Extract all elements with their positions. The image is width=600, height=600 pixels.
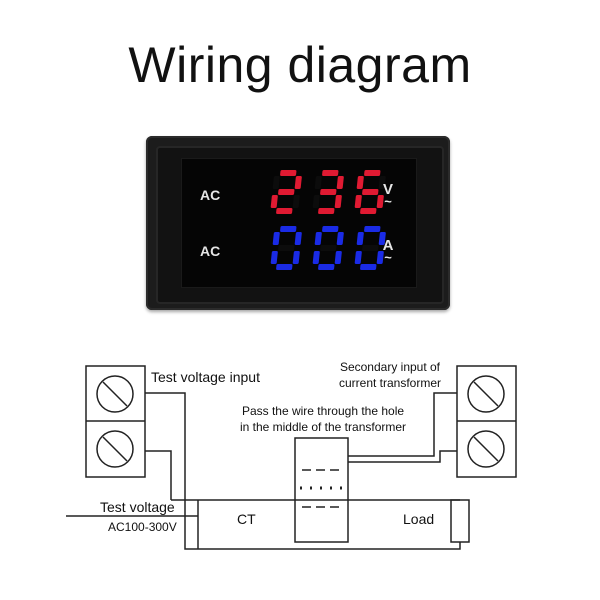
digit-segment	[336, 232, 344, 245]
digit-segment	[318, 264, 335, 270]
digit-segment	[356, 176, 364, 189]
left-screw-bottom	[96, 430, 134, 468]
label-test-voltage: Test voltage	[100, 499, 175, 515]
seven-segment-digit	[318, 170, 344, 214]
load-resistor	[450, 499, 470, 543]
label-secondary-input: Secondary input of current transformer	[320, 359, 460, 391]
voltage-unit-letter: V	[382, 181, 393, 198]
seven-segment-digit	[270, 226, 302, 270]
label-test-voltage-input: Test voltage input	[151, 369, 260, 385]
seven-segment-digit	[270, 170, 302, 214]
label-secondary-input-line2: current transformer	[338, 376, 442, 390]
digit-segment	[360, 208, 377, 214]
label-voltage-range: AC100-300V	[108, 520, 177, 534]
label-secondary-input-line1: Secondary input of	[339, 360, 441, 374]
digit-segment	[322, 226, 339, 232]
digit-segment	[356, 232, 364, 245]
digit-segment	[280, 226, 297, 232]
left-screw-top	[96, 375, 134, 413]
digit-segment	[280, 170, 297, 176]
digit-segment	[318, 208, 335, 214]
seven-segment-digit	[354, 170, 384, 214]
digit-segment	[362, 189, 379, 195]
digit-segment	[270, 251, 278, 264]
label-load: Load	[403, 511, 435, 527]
digit-segment	[376, 251, 384, 264]
voltage-reading	[270, 170, 384, 214]
digit-segment	[314, 232, 322, 245]
label-pass-wire: Pass the wire through the hole in the mi…	[228, 403, 418, 435]
digit-segment	[276, 208, 293, 214]
seven-segment-digit	[312, 226, 344, 270]
current-unit-letter: A	[382, 237, 394, 254]
page-title: Wiring diagram	[128, 37, 472, 93]
label-pass-wire-line1: Pass the wire through the hole	[241, 404, 405, 418]
digit-segment	[270, 195, 278, 208]
meter-display: AC AC V ~ A ~	[181, 158, 417, 288]
digit-segment	[312, 251, 320, 264]
digit-segment	[320, 189, 337, 195]
current-unit: A ~	[379, 237, 397, 265]
seven-segment-digit	[354, 226, 386, 270]
panel-meter: AC AC V ~ A ~	[146, 136, 450, 310]
digit-segment	[360, 264, 377, 270]
digit-segment	[336, 176, 344, 189]
current-transformer	[294, 437, 349, 543]
digit-segment	[376, 195, 384, 208]
digit-segment	[276, 264, 293, 270]
voltage-mode-label: AC	[200, 187, 221, 203]
current-unit-tilde: ~	[384, 250, 392, 265]
voltage-unit: V ~	[379, 181, 397, 209]
digit-segment	[364, 170, 381, 176]
label-ct: CT	[237, 511, 256, 527]
digit-segment	[334, 251, 342, 264]
digit-segment	[354, 195, 362, 208]
digit-segment	[278, 189, 295, 195]
digit-segment	[294, 232, 302, 245]
digit-segment	[378, 232, 386, 245]
right-screw-bottom	[467, 430, 505, 468]
current-mode-label: AC	[200, 243, 221, 259]
digit-segment	[322, 170, 339, 176]
digit-segment	[292, 251, 300, 264]
digit-segment	[364, 226, 381, 232]
digit-segment	[272, 232, 280, 245]
voltage-unit-tilde: ~	[384, 194, 392, 209]
digit-segment	[354, 251, 362, 264]
digit-segment	[294, 176, 302, 189]
current-reading	[270, 226, 386, 270]
digit-segment	[334, 195, 342, 208]
label-pass-wire-line2: in the middle of the transformer	[239, 420, 407, 434]
right-screw-top	[467, 375, 505, 413]
